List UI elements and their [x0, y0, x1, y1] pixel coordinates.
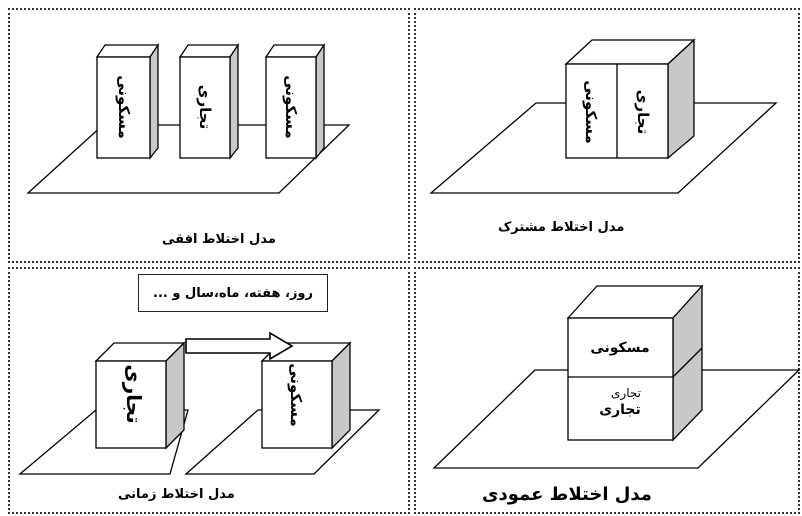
- time-period-box: روز، هفته، ماه،سال و ...: [138, 274, 328, 312]
- block-label: تجاری: [599, 402, 641, 418]
- block-label: تجاری: [122, 364, 146, 423]
- building-block: [94, 341, 186, 450]
- block-label: مسکونی: [282, 75, 300, 139]
- building-block: [95, 42, 160, 160]
- panel-horizontal-frame: [8, 8, 410, 263]
- block-label: مسکونی: [287, 363, 305, 427]
- block-label: تجاری: [634, 90, 652, 134]
- block-label: تجاری: [611, 386, 641, 401]
- caption-shared-mix: مدل اختلاط مشترک: [498, 220, 625, 235]
- building-block: [564, 38, 696, 160]
- caption-vertical-mix: مدل اختلاط عمودی: [482, 484, 652, 505]
- building-block: [178, 42, 240, 160]
- building-block: [566, 284, 704, 442]
- ground-plane: [429, 102, 778, 194]
- block-label: مسکونی: [115, 75, 133, 139]
- ground-plane: [432, 369, 801, 469]
- ground-plane: [26, 124, 351, 194]
- block-label: مسکونی: [590, 340, 649, 356]
- caption-temporal-mix: مدل اختلاط زمانی: [118, 487, 235, 502]
- ground-plane: [184, 409, 381, 475]
- block-label: تجاری: [196, 85, 214, 129]
- building-block: [260, 341, 352, 450]
- block-label: مسکونی: [582, 80, 600, 144]
- building-block: [264, 42, 326, 160]
- transition-arrow: [185, 331, 294, 361]
- caption-horizontal-mix: مدل اختلاط افقی: [162, 232, 276, 247]
- panel-temporal-frame: [8, 267, 410, 514]
- panel-shared-frame: [414, 8, 800, 263]
- panel-vertical-frame: [414, 267, 800, 514]
- ground-plane: [18, 409, 189, 475]
